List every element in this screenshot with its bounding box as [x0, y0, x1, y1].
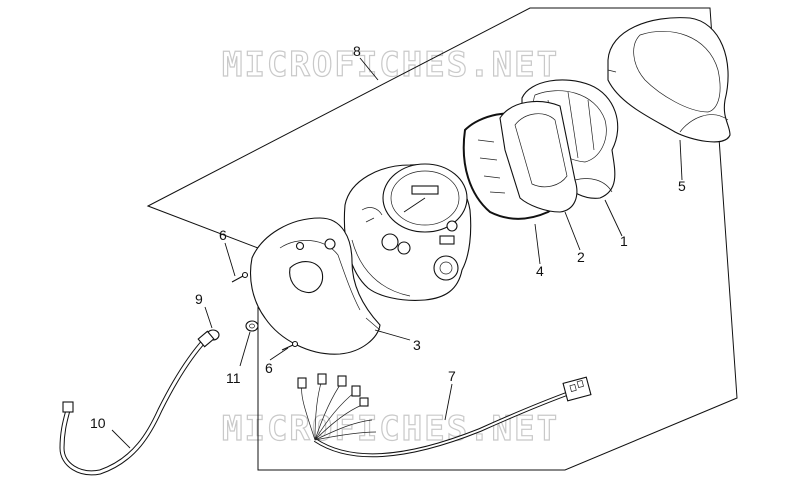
part-10-cable: [59, 330, 215, 476]
callout-6-upper: 6: [219, 227, 227, 243]
callout-7: 7: [448, 368, 456, 384]
part-3-housing: [249, 217, 381, 355]
instrument-cluster: [343, 163, 472, 301]
callout-2: 2: [577, 249, 585, 265]
part-7-wiring-harness: [297, 373, 592, 458]
leader-lines: [111, 57, 683, 449]
callout-9: 9: [195, 291, 203, 307]
part-2-bezel: [499, 101, 578, 213]
callout-4: 4: [536, 263, 544, 279]
callout-5: 5: [678, 178, 686, 194]
part-5-cover: [607, 17, 731, 143]
callout-8: 8: [353, 43, 361, 59]
watermark-bottom: MICROFICHES.NET: [222, 409, 559, 449]
part-6-screw-lower: [281, 340, 299, 351]
watermark-top: MICROFICHES.NET: [222, 45, 559, 85]
callout-10: 10: [90, 415, 106, 431]
part-6-screw-upper: [231, 271, 249, 283]
callout-6-lower: 6: [265, 360, 273, 376]
callout-1: 1: [620, 233, 628, 249]
part-11-nut: [245, 320, 259, 332]
callout-11: 11: [226, 370, 241, 386]
callout-3: 3: [413, 337, 421, 353]
